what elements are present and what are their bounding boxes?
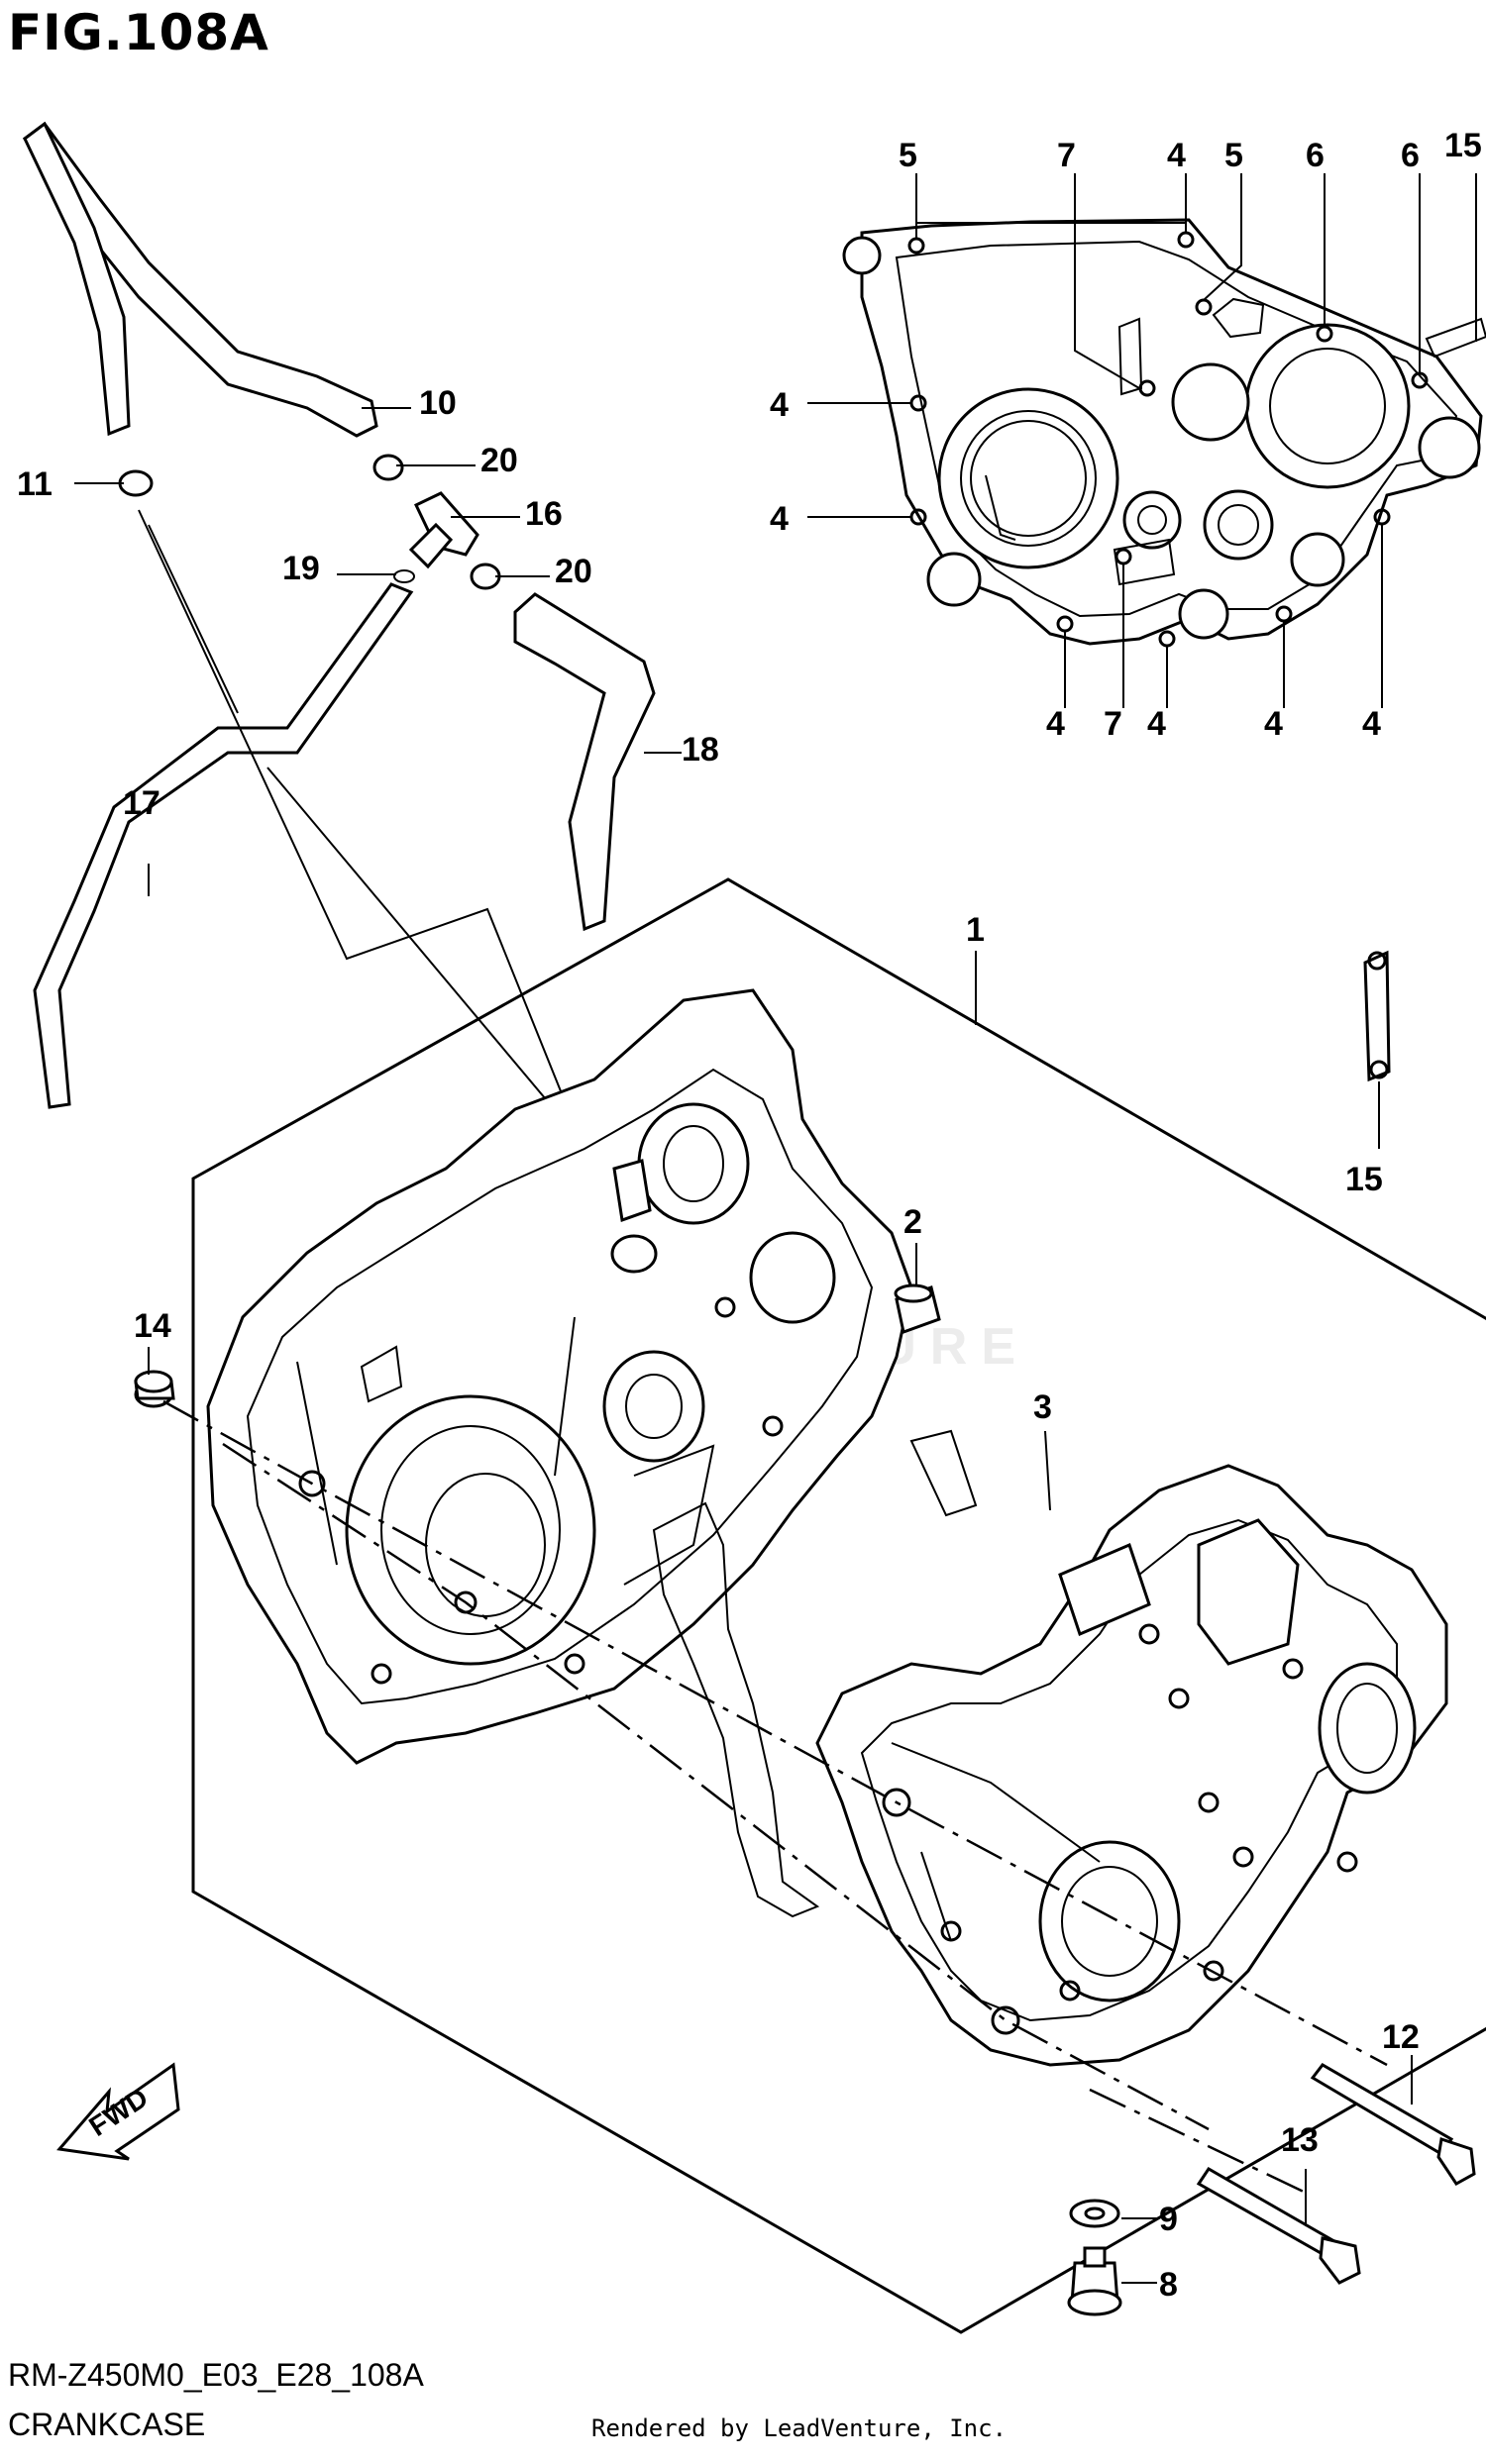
callout-12: 12 [1382,2018,1420,2056]
callout-15: 15 [1345,1161,1383,1198]
callout-19: 19 [282,550,320,587]
callout-4: 4 [1264,705,1283,743]
callout-6: 6 [1401,137,1420,174]
callout-15: 15 [1444,127,1482,164]
washer [1069,2199,1120,2228]
callout-10: 10 [419,384,457,422]
crankcase-gasket [652,1501,820,1918]
callout-11: 11 [17,465,53,503]
callout-2: 2 [903,1203,922,1241]
callout-8: 8 [1159,2266,1178,2304]
callout-3: 3 [1033,1388,1052,1426]
dowel-pin [894,1283,941,1334]
figure-code: RM-Z450M0_E03_E28_108A [8,2357,424,2393]
assembly-centerlines [162,1399,1388,2196]
bolt-short [1196,2166,1361,2285]
left-crankcase-half [206,988,913,1765]
callout-20: 20 [480,442,518,479]
leaders-hoses [74,407,682,896]
fwd-arrow-icon: FWD [56,2062,180,2161]
breather-hoses [22,121,656,1109]
bracket [1363,950,1391,1082]
flange-bolt [1067,2246,1122,2316]
callout-4: 4 [1362,705,1381,743]
callout-4: 4 [1167,137,1186,174]
callout-14: 14 [134,1307,171,1345]
callout-4: 4 [1147,705,1166,743]
callout-17: 17 [123,784,160,822]
right-crankcase-half [815,1464,1448,2067]
bolt-long [1310,2063,1476,2186]
figure-title: FIG.108A [8,4,269,61]
callout-4: 4 [1046,705,1065,743]
assembly-frame [191,877,1486,2334]
crankcase-inner-face-detail [842,218,1486,648]
plug-cap [134,1370,175,1408]
callout-20: 20 [555,553,592,590]
leaders-top-detail [807,173,1477,708]
callout-4: 4 [770,500,789,538]
callout-7: 7 [1104,705,1122,743]
callout-1: 1 [966,911,985,949]
callout-9: 9 [1159,2201,1178,2238]
callout-13: 13 [1281,2121,1319,2159]
render-credit: Rendered by LeadVenture, Inc. [591,2414,1008,2442]
leaders-main [148,951,1413,2284]
callout-numbers: 5 7 4 5 6 6 15 4 4 4 7 4 4 4 10 20 11 16… [17,127,1482,2304]
figure-name: CRANKCASE [8,2407,206,2442]
callout-5: 5 [899,137,917,174]
callout-18: 18 [682,731,719,769]
callout-5: 5 [1224,137,1243,174]
callout-16: 16 [525,495,563,533]
callout-4: 4 [770,386,789,424]
callout-7: 7 [1057,137,1076,174]
callout-6: 6 [1306,137,1325,174]
